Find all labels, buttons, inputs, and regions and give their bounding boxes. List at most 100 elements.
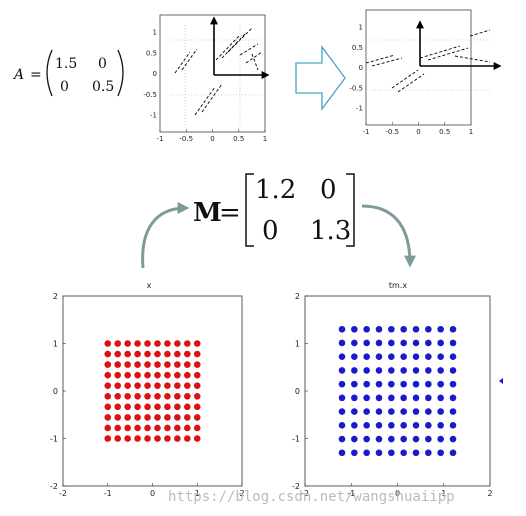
curved-arrow-right-icon bbox=[361, 204, 416, 268]
scatter-point bbox=[114, 382, 121, 390]
scatter-point bbox=[114, 340, 121, 347]
scatter-point bbox=[425, 380, 432, 388]
scatter-point bbox=[154, 340, 161, 347]
scatter-point bbox=[400, 367, 407, 374]
matrix-a-entry-22: 0.5 bbox=[92, 79, 114, 95]
scatter-point bbox=[400, 408, 407, 415]
scatter-point bbox=[437, 394, 444, 402]
scatter-point bbox=[400, 422, 407, 429]
top-left-axes-box bbox=[159, 14, 266, 133]
scatter-point bbox=[184, 403, 191, 411]
scatter-point bbox=[388, 353, 395, 360]
scatter-point bbox=[114, 350, 121, 358]
scatter-point bbox=[375, 435, 383, 443]
scatter-point bbox=[164, 340, 171, 347]
scatter-point bbox=[400, 380, 407, 388]
scatter-point bbox=[164, 414, 171, 421]
scatter-point bbox=[338, 449, 346, 457]
scatter-point bbox=[363, 380, 370, 388]
scatter-xtick-label: 1 bbox=[441, 489, 446, 498]
scatter-point bbox=[412, 367, 420, 374]
scatter-point bbox=[338, 353, 346, 360]
top-ytick-label: -1 bbox=[356, 105, 363, 113]
scatter-point bbox=[193, 435, 201, 442]
scatter-point bbox=[449, 380, 457, 388]
scatter-point bbox=[164, 435, 171, 442]
scatter-point bbox=[449, 408, 457, 415]
scatter-point bbox=[437, 449, 444, 457]
scatter-point bbox=[164, 392, 171, 400]
scatter-point bbox=[425, 353, 432, 360]
scatter-point bbox=[449, 325, 457, 333]
scatter-point bbox=[400, 435, 407, 443]
scatter-point bbox=[375, 325, 383, 333]
scatter-point bbox=[375, 339, 383, 347]
scatter-point bbox=[154, 424, 161, 432]
top-xtick-label: 1 bbox=[469, 128, 473, 136]
scatter-point bbox=[154, 371, 161, 379]
scatter-ytick-label: 1 bbox=[295, 340, 300, 349]
top-left-dotted-grid bbox=[170, 25, 262, 125]
top-ytick-label: 0 bbox=[359, 64, 363, 72]
scatter-point bbox=[154, 414, 161, 421]
scatter-point bbox=[449, 435, 457, 443]
scatter-point bbox=[437, 367, 444, 374]
scatter-point bbox=[351, 353, 358, 360]
scatter-point bbox=[104, 350, 112, 358]
watermark: https://blog.csdn.net/wangshuaiipp bbox=[168, 489, 455, 505]
scatter-point bbox=[184, 371, 191, 379]
scatter-point bbox=[124, 414, 131, 421]
scatter-point bbox=[363, 435, 370, 443]
scatter-point bbox=[363, 449, 370, 457]
scatter-point bbox=[134, 350, 141, 358]
scatter-point bbox=[375, 394, 383, 402]
scatter-point bbox=[184, 350, 191, 358]
scatter-point bbox=[425, 339, 432, 347]
scatter-xtick-label: -2 bbox=[301, 489, 309, 498]
top-ytick-label: 0.5 bbox=[146, 49, 157, 57]
scatter-point bbox=[104, 382, 112, 390]
transform-arrow-icon bbox=[295, 45, 346, 111]
top-ytick-label: 1 bbox=[153, 29, 157, 37]
top-ytick-label: -0.5 bbox=[143, 91, 157, 99]
scatter-point bbox=[124, 403, 131, 411]
top-xtick-label: -0.5 bbox=[179, 135, 193, 143]
scatter-point bbox=[134, 414, 141, 421]
scatter-point bbox=[104, 340, 112, 347]
scatter-point bbox=[363, 408, 370, 415]
scatter-point bbox=[363, 422, 370, 429]
scatter-point bbox=[154, 435, 161, 442]
scatter-point bbox=[425, 367, 432, 374]
scatter-ytick-label: -2 bbox=[50, 482, 58, 491]
scatter-point bbox=[134, 435, 141, 442]
scatter-point bbox=[154, 392, 161, 400]
scatter-point bbox=[375, 449, 383, 457]
scatter-point bbox=[174, 361, 181, 368]
scatter-point bbox=[114, 392, 121, 400]
scatter-point bbox=[425, 408, 432, 415]
scatter-point bbox=[174, 382, 181, 390]
scatter-point bbox=[363, 367, 370, 374]
scatter-point bbox=[193, 403, 201, 411]
scatter-point bbox=[351, 394, 358, 402]
scatter-point bbox=[144, 361, 151, 368]
scatter-point bbox=[351, 408, 358, 415]
scatter-point bbox=[425, 435, 432, 443]
scatter-point bbox=[449, 449, 457, 457]
scatter-point bbox=[388, 325, 395, 333]
scatter-point bbox=[388, 422, 395, 429]
scatter-point bbox=[375, 380, 383, 388]
scatter-point bbox=[104, 392, 112, 400]
scatter-point bbox=[134, 424, 141, 432]
scatter-ytick-label: 1 bbox=[53, 340, 58, 349]
scatter-point bbox=[114, 435, 121, 442]
scatter-point bbox=[437, 325, 444, 333]
scatter-point bbox=[425, 422, 432, 429]
scatter-point bbox=[437, 353, 444, 360]
scatter-left-points bbox=[104, 340, 201, 442]
scatter-point bbox=[363, 394, 370, 402]
matrix-m-entry-11: 1.2 bbox=[255, 175, 296, 205]
scatter-point bbox=[174, 403, 181, 411]
scatter-point bbox=[363, 353, 370, 360]
